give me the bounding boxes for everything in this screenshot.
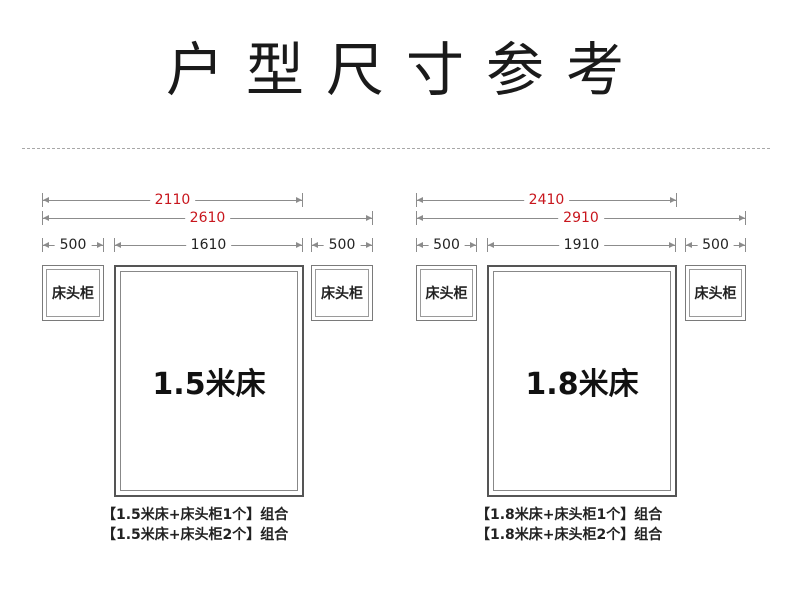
dimension-right-bed: 1910	[487, 237, 676, 253]
dimension-label: 2910	[558, 210, 604, 226]
dimension-label: 2410	[523, 192, 570, 208]
dimension-label: 500	[323, 237, 361, 253]
bed-label: 1.5米床	[120, 271, 298, 491]
nightstand-right-b: 床头柜	[685, 265, 746, 321]
combo-text-2: 【1.8米床+床头柜2个】组合	[476, 527, 663, 543]
bed-1-5m: 1.5米床	[114, 265, 304, 497]
dimension-left-2610: 2610	[42, 210, 373, 226]
dimension-left-2110: 2110	[42, 192, 303, 208]
bed-1-8m: 1.8米床	[487, 265, 677, 497]
combo-text-2: 【1.5米床+床头柜2个】组合	[102, 527, 289, 543]
dimension-right-2410: 2410	[416, 192, 677, 208]
dimension-right-nightstand-r: 500	[685, 237, 746, 253]
dashed-divider	[22, 148, 770, 149]
nightstand-label: 床头柜	[420, 269, 473, 317]
page-title: 户型尺寸参考	[165, 36, 646, 104]
dimension-label: 2610	[184, 210, 231, 226]
nightstand-left-a: 床头柜	[42, 265, 104, 321]
bed-label: 1.8米床	[493, 271, 671, 491]
nightstand-label: 床头柜	[689, 269, 742, 317]
nightstand-left-b: 床头柜	[311, 265, 373, 321]
dimension-right-2910: 2910	[416, 210, 746, 226]
dimension-left-bed: 1610	[114, 237, 303, 253]
dimension-label: 2110	[149, 192, 196, 208]
nightstand-label: 床头柜	[46, 269, 100, 317]
dimension-label: 500	[54, 237, 92, 253]
dimension-left-nightstand-l: 500	[42, 237, 104, 253]
combo-text-1: 【1.5米床+床头柜1个】组合	[102, 507, 289, 523]
dimension-label: 500	[428, 237, 465, 253]
dimension-right-nightstand-l: 500	[416, 237, 477, 253]
dimension-left-nightstand-r: 500	[311, 237, 373, 253]
combo-text-1: 【1.8米床+床头柜1个】组合	[476, 507, 663, 523]
nightstand-label: 床头柜	[315, 269, 369, 317]
dimension-label: 500	[697, 237, 734, 253]
dimension-label: 1610	[185, 237, 232, 253]
dimension-label: 1910	[558, 237, 605, 253]
nightstand-right-a: 床头柜	[416, 265, 477, 321]
